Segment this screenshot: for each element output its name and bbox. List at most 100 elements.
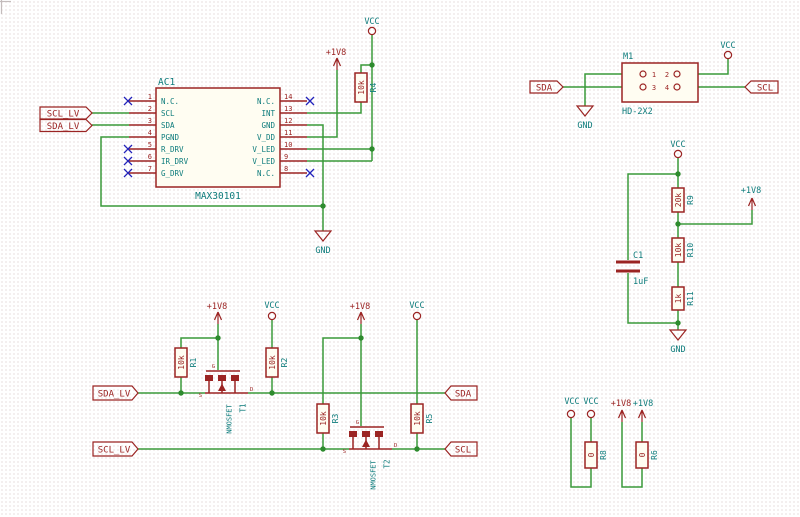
power-gnd-m1[interactable]: GND (575, 105, 595, 131)
label-outline (444, 441, 478, 457)
global-label-scl-lv-top[interactable]: SCL_LV (39, 106, 93, 120)
ic-max30101[interactable]: AC1 MAX30101 1 2 3 4 5 6 7 14 13 12 11 1… (129, 77, 307, 202)
pin-number: 13 (284, 105, 292, 113)
pin-name: SDA (161, 121, 175, 130)
connector-value: HD-2X2 (622, 107, 653, 117)
power-1v8-r6-right[interactable]: +1V8 (633, 399, 653, 422)
gnd-triangle-icon (575, 105, 595, 117)
vcc-circle-icon (412, 311, 422, 321)
label-text: SDA_LV (98, 390, 131, 400)
power-1v8-r6-left[interactable]: +1V8 (611, 399, 631, 422)
power-vcc-r2[interactable]: VCC (264, 301, 280, 321)
resistor-value: 0 (587, 452, 596, 457)
pin-name: PGND (161, 133, 180, 142)
label-outline (92, 441, 139, 457)
resistor-body (265, 347, 279, 378)
junction-dot (369, 62, 375, 68)
resistor-r8[interactable]: 0 R8 (584, 441, 608, 469)
power-1v8-divider[interactable]: +1V8 (741, 186, 761, 210)
power-gnd-divider[interactable]: GND (668, 329, 688, 355)
wire (621, 422, 643, 488)
resistor-value: 10k (357, 80, 366, 95)
resistor-body (316, 403, 330, 434)
power-1v8-ic[interactable]: +1V8 (326, 48, 346, 70)
resistor-value: 10k (177, 355, 186, 370)
mosfet-pin-s: S (199, 393, 202, 399)
power-label: VCC (670, 140, 685, 150)
mosfet-channel (205, 381, 248, 394)
junction-dot (675, 171, 681, 177)
power-vcc-r8-left[interactable]: VCC (564, 397, 580, 419)
vcc-circle-icon (723, 50, 733, 60)
connector-ref: M1 (623, 52, 633, 62)
power-1v8-t1[interactable]: +1V8 (207, 302, 227, 324)
power-vcc-r8-right[interactable]: VCC (583, 397, 599, 419)
junction-dot (178, 390, 184, 396)
power-arrow-icon (213, 311, 223, 324)
mosfet-pin-s: S (343, 449, 346, 455)
power-vcc-ic[interactable]: VCC (364, 17, 380, 36)
resistor-body (635, 441, 649, 469)
mosfet-pad (375, 431, 383, 437)
vcc-circle-icon (267, 311, 277, 321)
no-connect-icon (123, 144, 133, 154)
resistor-value: 10k (319, 411, 328, 426)
sheet-corner-mark (0, 0, 11, 14)
label-text: SCL (757, 84, 773, 94)
resistor-r4[interactable]: 10k R4 (354, 72, 378, 103)
mosfet-pad (205, 375, 213, 381)
junction-dot (414, 446, 420, 452)
mosfet-pin-d: D (394, 443, 397, 449)
pin-number: 7 (148, 165, 152, 173)
global-label-scl-lv-bottom[interactable]: SCL_LV (92, 441, 139, 457)
pin-number: 8 (284, 165, 288, 173)
connector-pad (673, 83, 681, 91)
resistor-body (410, 403, 424, 434)
resistor-ref: R3 (331, 414, 340, 424)
label-outline (744, 80, 779, 94)
pin-number: 3 (148, 117, 152, 125)
resistor-r6[interactable]: 0 R6 (635, 441, 659, 469)
mosfet-t2[interactable]: S D G NMOSFET T2 (343, 420, 398, 490)
power-vcc-divider[interactable]: VCC (670, 140, 686, 159)
junction-dot (215, 335, 221, 341)
resistor-r9[interactable]: 20k R9 (671, 187, 695, 213)
resistor-r5[interactable]: 10k R5 (410, 403, 434, 434)
wire (180, 337, 218, 348)
resistor-r11[interactable]: 1k R11 (671, 286, 695, 311)
resistor-value: 10k (413, 411, 422, 426)
power-gnd-ic[interactable]: GND (313, 230, 333, 256)
global-label-sda-right[interactable]: SDA (444, 385, 478, 401)
pin-number: 4 (148, 129, 152, 137)
resistor-ref: R4 (369, 83, 378, 93)
resistor-r1[interactable]: 10k R1 (174, 347, 198, 378)
global-label-sda-lv-top[interactable]: SDA_LV (39, 118, 93, 133)
power-vcc-m1[interactable]: VCC (720, 41, 736, 60)
resistor-body (174, 347, 188, 378)
mosfet-arrow-icon (218, 383, 226, 391)
global-label-sda-m1[interactable]: SDA (529, 80, 564, 94)
power-arrow-icon (637, 409, 647, 422)
no-connect-icon (305, 168, 315, 178)
resistor-r10[interactable]: 10k R10 (671, 237, 695, 263)
power-1v8-t2[interactable]: +1V8 (350, 302, 370, 324)
pin-name: V_LED (252, 157, 275, 166)
junction-dot (358, 335, 364, 341)
connector-pin-number: 2 (665, 71, 669, 79)
global-label-scl-m1[interactable]: SCL (744, 80, 779, 94)
resistor-r3[interactable]: 10k R3 (316, 403, 340, 434)
connector-m1[interactable]: M1 HD-2X2 1 2 3 4 (621, 52, 699, 117)
mosfet-pin-g: G (356, 420, 359, 426)
resistor-value: 1k (674, 294, 683, 304)
power-vcc-r5[interactable]: VCC (409, 301, 425, 321)
resistor-r2[interactable]: 10k R2 (265, 347, 289, 378)
capacitor-c1[interactable]: C1 1uF (616, 251, 648, 287)
global-label-sda-lv-bottom[interactable]: SDA_LV (92, 385, 139, 401)
wire (627, 173, 678, 260)
global-label-scl-right[interactable]: SCL (444, 441, 478, 457)
resistor-ref: R10 (686, 243, 695, 258)
resistor-body (671, 237, 685, 263)
junction-dot (675, 320, 681, 326)
mosfet-t1[interactable]: S D G NMOSFET T1 (199, 364, 254, 434)
